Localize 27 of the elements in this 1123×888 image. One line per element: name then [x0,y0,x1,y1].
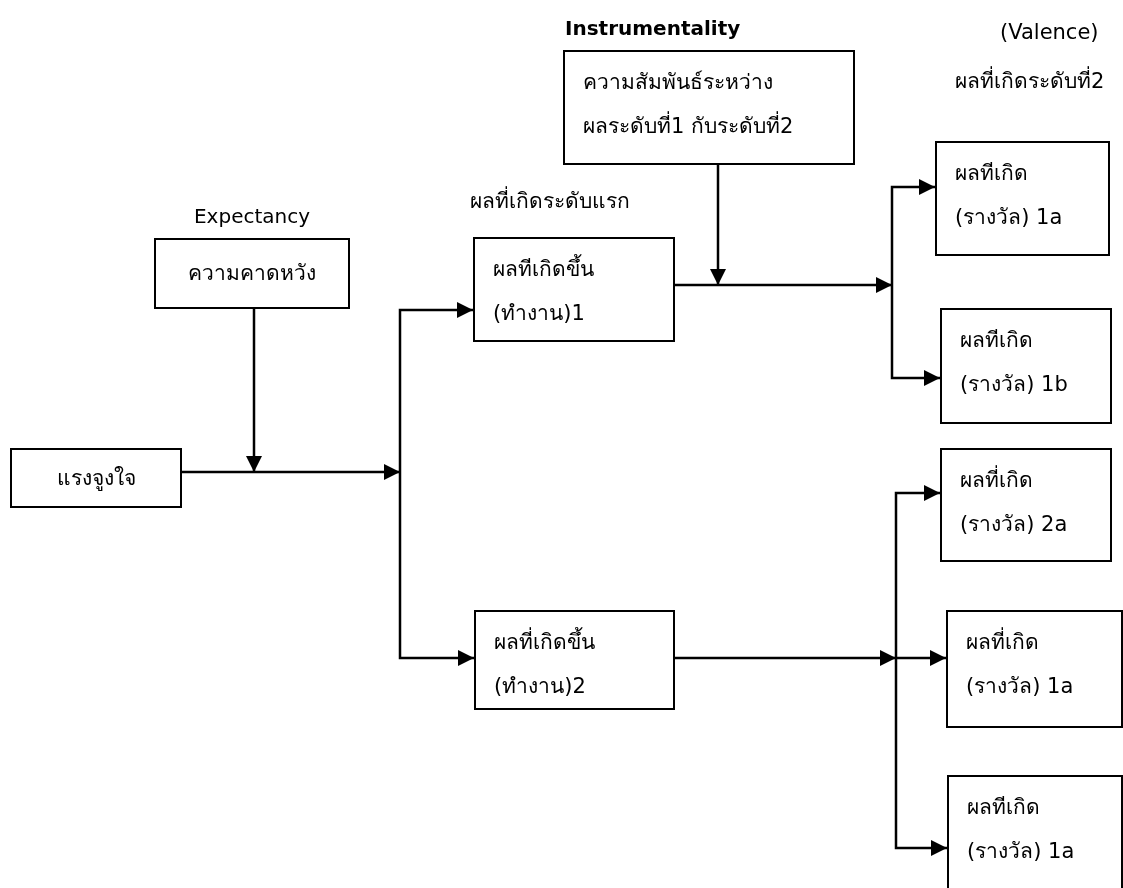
column-heading: ผลที่เกิดระดับแรก [470,184,630,217]
process-box: ความคาดหวัง [154,238,350,309]
arrow [398,302,473,472]
process-box: ผลที่เกิดขึ้น (ทำงาน)2 [474,610,675,710]
process-box: ผลทีเกิด (รางวัล) 1b [940,308,1112,424]
arrow [890,179,935,285]
process-box: แรงจูงใจ [10,448,182,508]
arrow [246,309,262,472]
arrow [675,650,896,666]
heading-text: Instrumentality [565,16,741,40]
arrow [675,277,892,293]
process-box: ผลที่เกิด (รางวัล) 2a [940,448,1112,562]
process-box: ผลทีเกิดขึ้น (ทำงาน)1 [473,237,675,342]
process-box: ผลทีเกิด (รางวัล) 1a [947,775,1123,888]
arrow [182,464,400,480]
process-box: ความสัมพันธ์ระหว่าง ผลระดับที่1 กับระดับที่2 [563,50,855,165]
arrow [894,658,947,856]
arrow [710,165,726,285]
heading-text: Expectancy [193,204,311,228]
process-box: ผลที่เกิด (รางวัล) 1a [946,610,1123,728]
arrow [894,650,946,666]
column-heading: ผลที่เกิดระดับที่2 [955,64,1105,97]
column-heading: (Valence) [1000,20,1099,44]
arrow [398,472,474,666]
process-box: ผลทีเกิด (รางวัล) 1a [935,141,1110,256]
arrow [890,285,940,386]
arrow [894,485,940,658]
